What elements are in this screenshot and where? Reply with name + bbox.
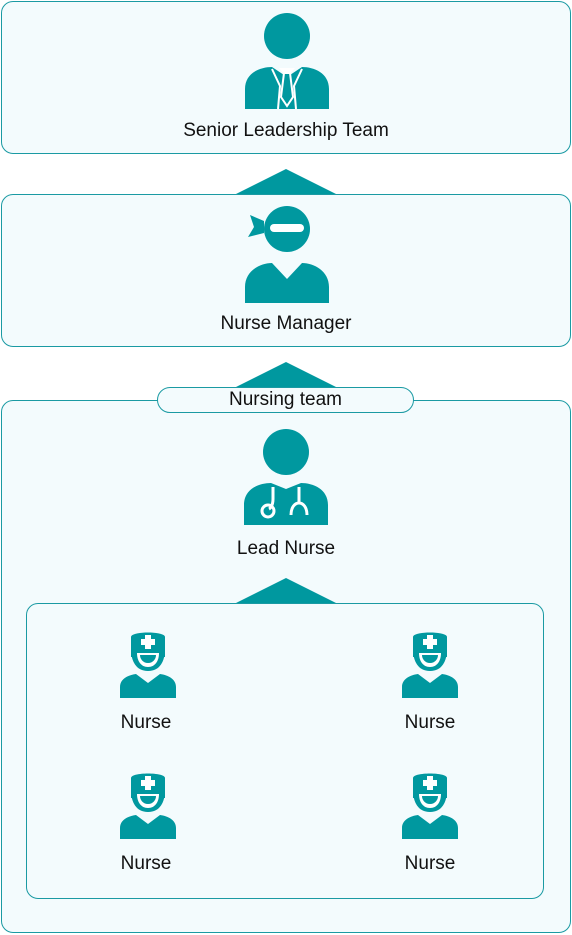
arrow-up-icon	[234, 169, 338, 195]
nurse-manager-box: Nurse Manager	[1, 194, 571, 347]
arrow-up-icon	[234, 362, 338, 388]
nursing-team-title: Nursing team	[157, 387, 414, 413]
nurse-label: Nurse	[404, 712, 456, 733]
nurse-label: Nurse	[404, 853, 456, 874]
nurses-box	[26, 603, 544, 899]
nurse-icon	[120, 632, 176, 698]
nurse-label: Nurse	[120, 712, 172, 733]
senior-leadership-box: Senior Leadership Team	[1, 1, 571, 154]
nurse-manager-label: Nurse Manager	[220, 313, 352, 334]
nurse-icon	[402, 632, 458, 698]
nurse-icon	[402, 773, 458, 839]
nurse-label: Nurse	[120, 853, 172, 874]
businessman-icon	[245, 13, 329, 110]
lead-nurse-label: Lead Nurse	[236, 538, 336, 559]
doctor-stethoscope-icon	[244, 429, 328, 525]
nurse-manager-icon	[245, 206, 329, 303]
arrow-up-icon	[234, 578, 338, 604]
nurse-icon	[120, 773, 176, 839]
senior-leadership-label: Senior Leadership Team	[183, 120, 389, 141]
